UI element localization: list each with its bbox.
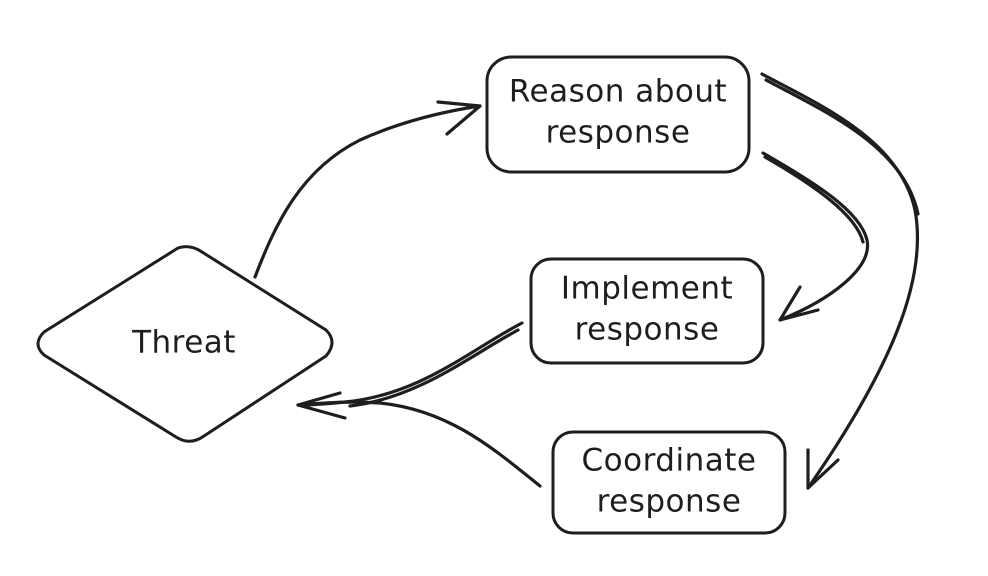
edge-coordinate-to-threat — [298, 400, 542, 488]
coordinate-box — [551, 430, 787, 535]
node-threat[interactable]: Threat — [36, 245, 334, 443]
implement-label-line1: Implement — [561, 271, 733, 307]
edge-reason-to-implement — [761, 151, 870, 322]
edge-threat-to-reason — [253, 100, 482, 279]
implement-box — [529, 257, 765, 365]
coordinate-label-line1: Coordinate — [582, 443, 757, 479]
threat-label: Threat — [131, 325, 236, 361]
implement-label-line2: response — [575, 312, 720, 348]
edge-reason-to-coordinate — [760, 72, 920, 490]
node-implement-response[interactable]: Implement response — [529, 257, 765, 365]
node-reason-about-response[interactable]: Reason about response — [485, 55, 751, 174]
coordinate-label-line2: response — [597, 484, 742, 520]
reason-box — [485, 55, 751, 174]
reason-label-line1: Reason about — [509, 74, 727, 110]
reason-label-line2: response — [546, 115, 691, 151]
node-coordinate-response[interactable]: Coordinate response — [551, 430, 787, 535]
threat-diamond-shape — [36, 245, 334, 443]
